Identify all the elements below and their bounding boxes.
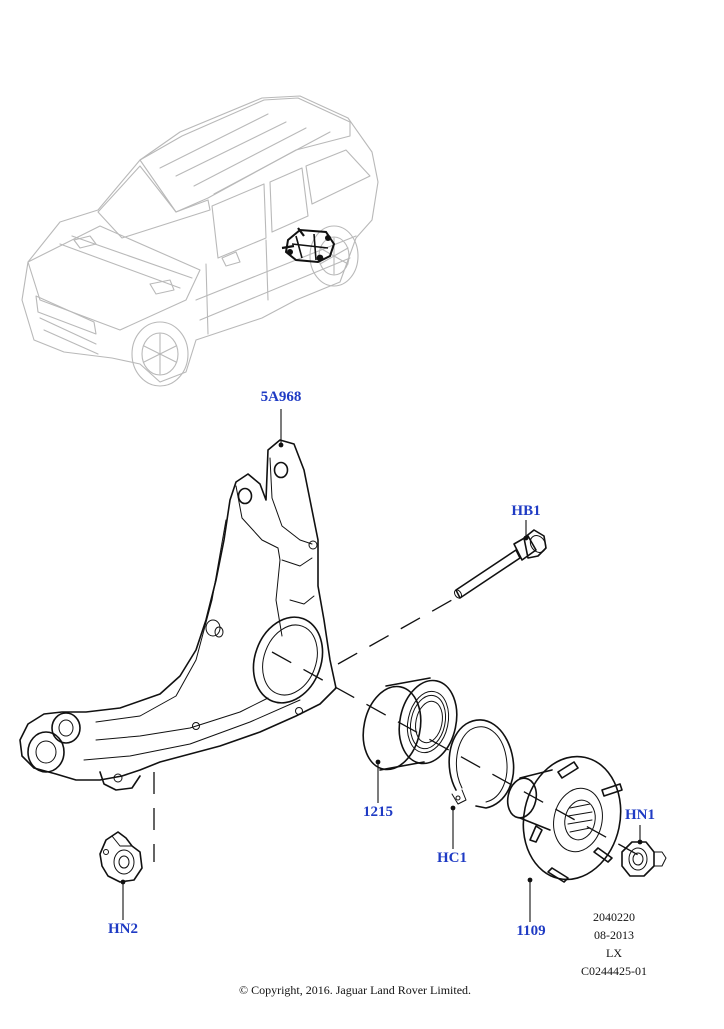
wheel-bearing-part xyxy=(362,677,458,771)
knuckle-nut-part xyxy=(99,831,143,883)
drawing-ref-line-3: LX xyxy=(606,946,622,960)
callout-hn1[interactable]: HN1 xyxy=(625,807,655,823)
callout-hc1[interactable]: HC1 xyxy=(437,850,467,866)
vehicle-locator-illustration xyxy=(21,95,379,387)
callout-1109[interactable]: 1109 xyxy=(516,923,546,939)
assembly-axis-lines xyxy=(153,599,641,862)
rear-knuckle-part xyxy=(19,439,337,791)
circlip-part xyxy=(448,719,515,809)
hub-bolt-part xyxy=(453,529,547,599)
callout-hn2[interactable]: HN2 xyxy=(108,921,138,937)
drawing-ref-line-2: 08-2013 xyxy=(594,928,634,942)
wheel-hub-part xyxy=(506,755,623,883)
drawing-ref-line-4: C0244425-01 xyxy=(581,964,647,978)
callout-hb1[interactable]: HB1 xyxy=(511,503,541,519)
hub-nut-part xyxy=(621,841,667,877)
callout-leaders xyxy=(120,409,643,922)
copyright-notice: © Copyright, 2016. Jaguar Land Rover Lim… xyxy=(238,983,472,997)
callout-5a968[interactable]: 5A968 xyxy=(260,389,302,405)
callout-1215[interactable]: 1215 xyxy=(363,804,393,820)
drawing-ref-line-1: 2040220 xyxy=(593,910,635,924)
highlighted-suspension-icon xyxy=(281,227,336,264)
